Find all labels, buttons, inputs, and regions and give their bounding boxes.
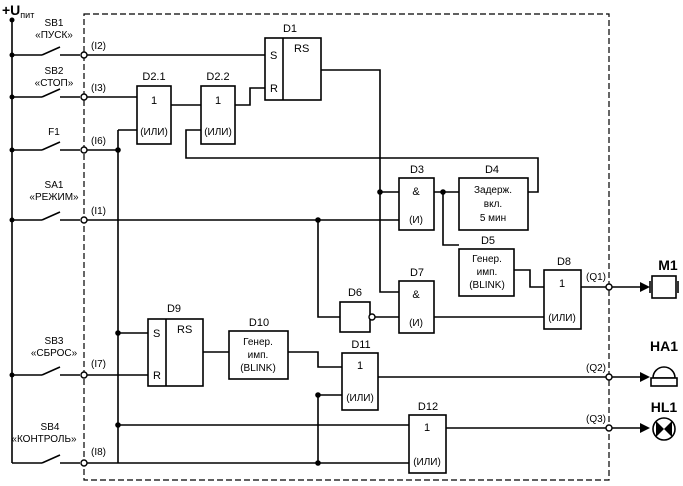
input-name-f1: F1 (48, 127, 60, 138)
input-switches (12, 46, 80, 464)
block-label-d2-1: D2.1 (142, 71, 165, 83)
input-name-sb1: SB1 (45, 18, 64, 29)
block-d5: D5 Генер. имп. (BLINK) (458, 235, 515, 297)
block-d12: D12 1 (ИЛИ) (408, 401, 447, 474)
input-port-i8: (I8) (91, 447, 106, 458)
output-pins (605, 283, 613, 432)
wires (87, 54, 640, 464)
output-port-q1: (Q1) (586, 272, 606, 283)
controller-boundary (83, 13, 610, 481)
d1-rs-label: RS (294, 43, 309, 55)
d8-func: (ИЛИ) (548, 313, 576, 324)
d1-r-pin: R (270, 83, 278, 95)
d4-line3: 5 мин (480, 213, 506, 224)
d3-func: (И) (409, 215, 423, 226)
d7-symbol: & (412, 289, 420, 301)
block-d8: D8 1 (ИЛИ) (543, 256, 582, 330)
block-d7: D7 & (И) (398, 267, 435, 334)
input-port-i2: (I2) (91, 41, 106, 52)
input-name-sb4: SB4 (41, 422, 60, 433)
input-desc-sb1: «ПУСК» (35, 30, 73, 41)
input-desc-sb3: «СБРОС» (31, 348, 78, 359)
output-ha1: HA1 (650, 338, 678, 387)
d9-s-pin: S (153, 328, 160, 340)
d3-symbol: & (412, 186, 420, 198)
block-label-d5: D5 (481, 235, 495, 247)
input-desc-sa1: «РЕЖИМ» (29, 192, 79, 203)
block-d4: D4 Задерж. вкл. 5 мин (458, 164, 529, 231)
block-d11: D11 1 (ИЛИ) (341, 339, 379, 411)
output-port-q3: (Q3) (586, 414, 606, 425)
junctions (115, 147, 446, 466)
output-name-m1: M1 (658, 257, 678, 273)
d12-func: (ИЛИ) (413, 457, 441, 468)
block-label-d12: D12 (418, 401, 438, 413)
output-m1: M1 (649, 257, 679, 299)
d12-symbol: 1 (424, 422, 430, 434)
block-d3: D3 & (И) (398, 164, 435, 231)
input-name-sb2: SB2 (45, 66, 64, 77)
d7-func: (И) (409, 318, 423, 329)
supply-rail (9, 17, 15, 463)
block-label-d6: D6 (348, 287, 362, 299)
block-d2-2: D2.2 1 (ИЛИ) (200, 71, 236, 145)
d2-1-symbol: 1 (151, 95, 157, 107)
output-port-q2: (Q2) (586, 363, 606, 374)
supply-label: +Uпит (2, 2, 34, 20)
d9-r-pin: R (153, 370, 161, 382)
d8-symbol: 1 (559, 278, 565, 290)
output-hl1: HL1 (651, 399, 678, 441)
d10-line3: (BLINK) (240, 363, 276, 374)
block-d1: D1 S R RS (264, 23, 322, 101)
d5-line3: (BLINK) (469, 280, 505, 291)
input-port-i6: (I6) (91, 136, 106, 147)
input-name-sb3: SB3 (45, 336, 64, 347)
block-d9: D9 S R RS (147, 303, 204, 387)
block-label-d10: D10 (249, 317, 269, 329)
block-label-d8: D8 (557, 256, 571, 268)
d9-rs-label: RS (177, 324, 192, 336)
input-port-i3: (I3) (91, 83, 106, 94)
input-pins (80, 51, 88, 467)
d5-line1: Генер. (472, 254, 502, 265)
input-port-i7: (I7) (91, 359, 106, 370)
block-label-d9: D9 (167, 303, 181, 315)
d4-line2: вкл. (484, 199, 502, 210)
block-d6: D6 (339, 287, 376, 333)
block-label-d11: D11 (351, 339, 370, 351)
d11-symbol: 1 (357, 360, 363, 372)
block-d10: D10 Генер. имп. (BLINK) (228, 317, 289, 380)
block-label-d1: D1 (283, 23, 297, 35)
d2-1-func: (ИЛИ) (140, 127, 168, 138)
d4-line1: Задерж. (474, 185, 512, 196)
d11-func: (ИЛИ) (346, 393, 374, 404)
d2-2-symbol: 1 (215, 95, 221, 107)
d2-2-func: (ИЛИ) (204, 127, 232, 138)
block-label-d4: D4 (485, 164, 499, 176)
block-label-d7: D7 (410, 267, 424, 279)
block-label-d2-2: D2.2 (206, 71, 229, 83)
d10-line1: Генер. (243, 337, 273, 348)
input-name-sa1: SA1 (45, 180, 64, 191)
block-label-d3: D3 (410, 164, 424, 176)
input-port-i1: (I1) (91, 206, 106, 217)
d1-s-pin: S (270, 50, 277, 62)
d10-line2: имп. (248, 350, 269, 361)
input-desc-sb2: «СТОП» (35, 78, 74, 89)
block-d2-1: D2.1 1 (ИЛИ) (136, 71, 172, 145)
input-desc-sb4: «КОНТРОЛЬ» (11, 434, 77, 445)
output-arrows (640, 282, 650, 433)
output-name-ha1: HA1 (650, 338, 678, 354)
output-name-hl1: HL1 (651, 399, 678, 415)
d5-line2: имп. (477, 267, 498, 278)
